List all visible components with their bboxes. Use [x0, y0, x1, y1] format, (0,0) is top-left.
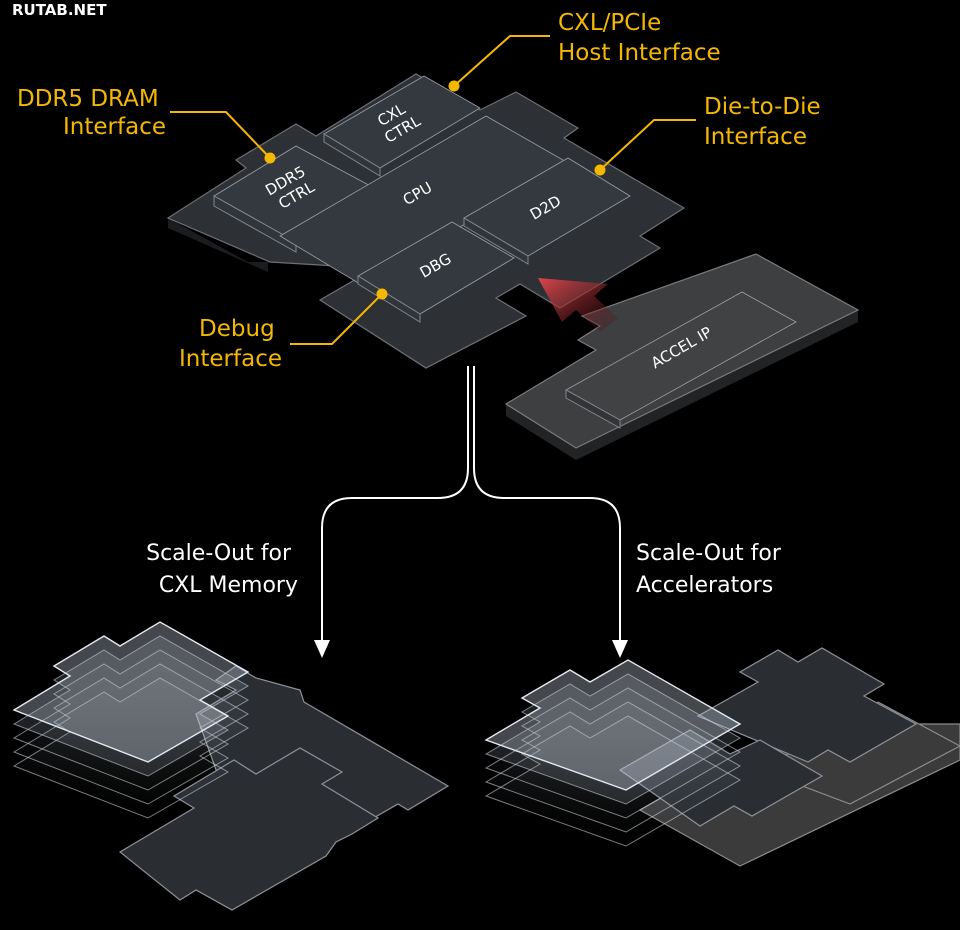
scaleout-flow	[314, 366, 628, 658]
accel-glass-stack	[484, 659, 742, 847]
flow-left-arrowhead	[314, 640, 330, 658]
d2d-dot	[594, 164, 606, 176]
debug-leader	[290, 293, 383, 345]
d2d-block-edge	[463, 217, 529, 265]
callout-debug: Debug Interface	[179, 288, 388, 372]
callout-cxl-host: CXL/PCIe Host Interface	[448, 10, 721, 92]
scaleout-cxl-memory-label: Scale-Out for CXL Memory	[146, 541, 298, 598]
cxl-host-leader	[453, 35, 550, 87]
ddr5-dot	[264, 152, 276, 164]
debug-dot	[376, 288, 388, 300]
callout-d2d: Die-to-Die Interface	[594, 94, 828, 176]
accel-stack-layer-3	[484, 687, 742, 819]
accelerator-scaleout-cluster	[484, 647, 960, 867]
accel-stack-layer-2	[484, 673, 742, 805]
d2d-leader	[599, 119, 696, 171]
callout-ddr5: DDR5 DRAM Interface	[17, 86, 276, 164]
accel-ip-block-edge	[565, 389, 621, 429]
accel-stack-top-layer	[484, 659, 742, 791]
flow-left-branch	[321, 366, 469, 640]
flow-right-branch	[473, 366, 621, 640]
main-chiplet: DDR5 CTRL CXL CTRL CPU D2D DBG	[166, 73, 686, 369]
cxl-host-callout-text: CXL/PCIe Host Interface	[558, 10, 721, 66]
accel-dark-tile-top	[696, 647, 918, 763]
memory-glass-stack	[12, 621, 250, 819]
ddr5-ctrl-block-edge	[213, 195, 297, 253]
flow-right-arrowhead	[612, 640, 628, 658]
debug-callout-text: Debug Interface	[179, 316, 282, 372]
memory-stack-layer-2	[12, 635, 250, 777]
cxl-host-dot	[448, 80, 460, 92]
watermark-text: RUTAB.NET	[12, 1, 107, 19]
ddr5-callout-text: DDR5 DRAM Interface	[17, 86, 166, 140]
cxl-memory-scaleout-cluster	[12, 621, 450, 911]
memory-stack-layer-3	[12, 649, 250, 791]
dbg-block-edge	[357, 275, 421, 323]
red-pointer-arrow	[538, 278, 618, 332]
chiplet-base-side	[168, 218, 268, 272]
cxl-ctrl-block-edge	[323, 133, 381, 177]
d2d-callout-text: Die-to-Die Interface	[704, 94, 828, 150]
memory-stack-top-layer	[12, 621, 250, 763]
scaleout-accelerators-label: Scale-Out for Accelerators	[636, 541, 788, 598]
accel-ip-chiplet: ACCEL IP	[504, 253, 860, 460]
ddr5-leader	[170, 111, 271, 159]
